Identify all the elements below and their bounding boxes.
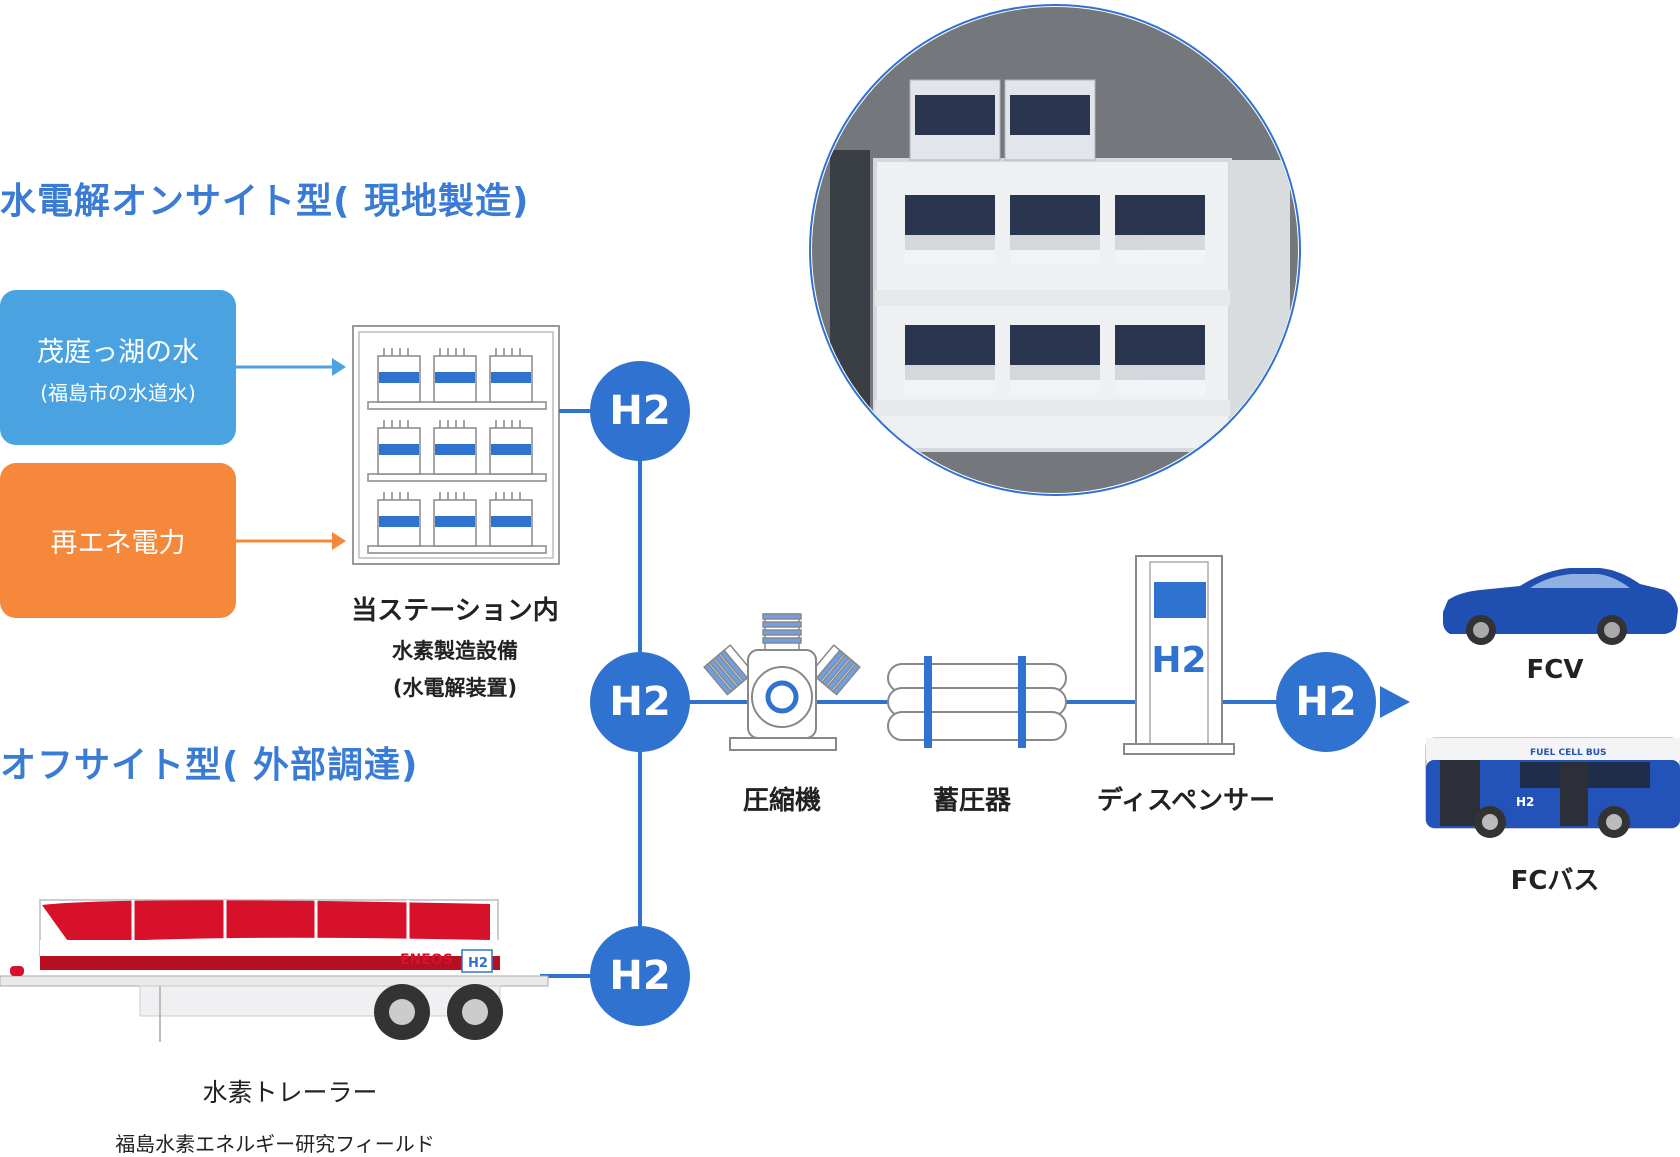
power-arrow — [236, 532, 346, 550]
h2-circle-electrolyzer — [590, 361, 690, 461]
bus-sign-text: FUEL CELL BUS — [1530, 748, 1606, 758]
water-arrow — [236, 358, 346, 376]
fcv-car-icon — [1443, 568, 1678, 645]
fcv-label: FCV — [1526, 655, 1584, 685]
water-source-label: 茂庭っ湖の水 — [37, 336, 199, 368]
water-source-box: 茂庭っ湖の水 (福島市の水道水) — [0, 290, 236, 445]
h2-circle-output — [1276, 652, 1376, 752]
accumulator-icon — [887, 656, 1067, 748]
dispenser-h2-label: H2 — [1151, 640, 1207, 681]
station-subnote: (水電解装置) — [392, 676, 518, 700]
electrolyzer-icon — [352, 325, 560, 565]
h2-label-electrolyzer: H2 — [609, 388, 671, 434]
electrolyzer-photo — [809, 4, 1301, 496]
fcbus-label: FCバス — [1510, 866, 1600, 896]
svg-text:H2: H2 — [468, 956, 488, 971]
bus-h2-mark: H2 — [1516, 795, 1534, 809]
station-sublabel: 水素製造設備 — [392, 639, 518, 663]
h2-label-trailer: H2 — [609, 953, 671, 999]
compressor-icon — [703, 613, 861, 751]
h2-circle-junction — [590, 652, 690, 752]
trailer-brand: ENEOS — [400, 952, 453, 968]
accumulator-label: 蓄圧器 — [932, 786, 1011, 816]
output-arrow — [1380, 686, 1410, 718]
dispenser-label: ディスペンサー — [1096, 786, 1276, 816]
fcbus-icon: FUEL CELL BUS H2 — [1425, 737, 1680, 838]
water-source-sublabel: (福島市の水道水) — [40, 380, 196, 405]
offsite-title: オフサイト型( 外部調達) — [0, 745, 419, 786]
hydrogen-trailer-icon: ENEOS H2 — [0, 899, 549, 1042]
power-source-box: 再エネ電力 — [0, 463, 236, 618]
power-source-label: 再エネ電力 — [50, 528, 186, 559]
onsite-title: 水電解オンサイト型( 現地製造) — [0, 181, 530, 222]
h2-circle-trailer — [590, 926, 690, 1026]
h2-label-output: H2 — [1295, 679, 1357, 725]
station-label: 当ステーション内 — [351, 596, 559, 626]
compressor-label: 圧縮機 — [742, 786, 821, 816]
dispenser-icon — [1123, 555, 1235, 755]
trailer-label: 水素トレーラー — [202, 1078, 378, 1107]
trailer-location: 福島水素エネルギー研究フィールド — [115, 1132, 435, 1156]
h2-label-junction: H2 — [609, 679, 671, 725]
